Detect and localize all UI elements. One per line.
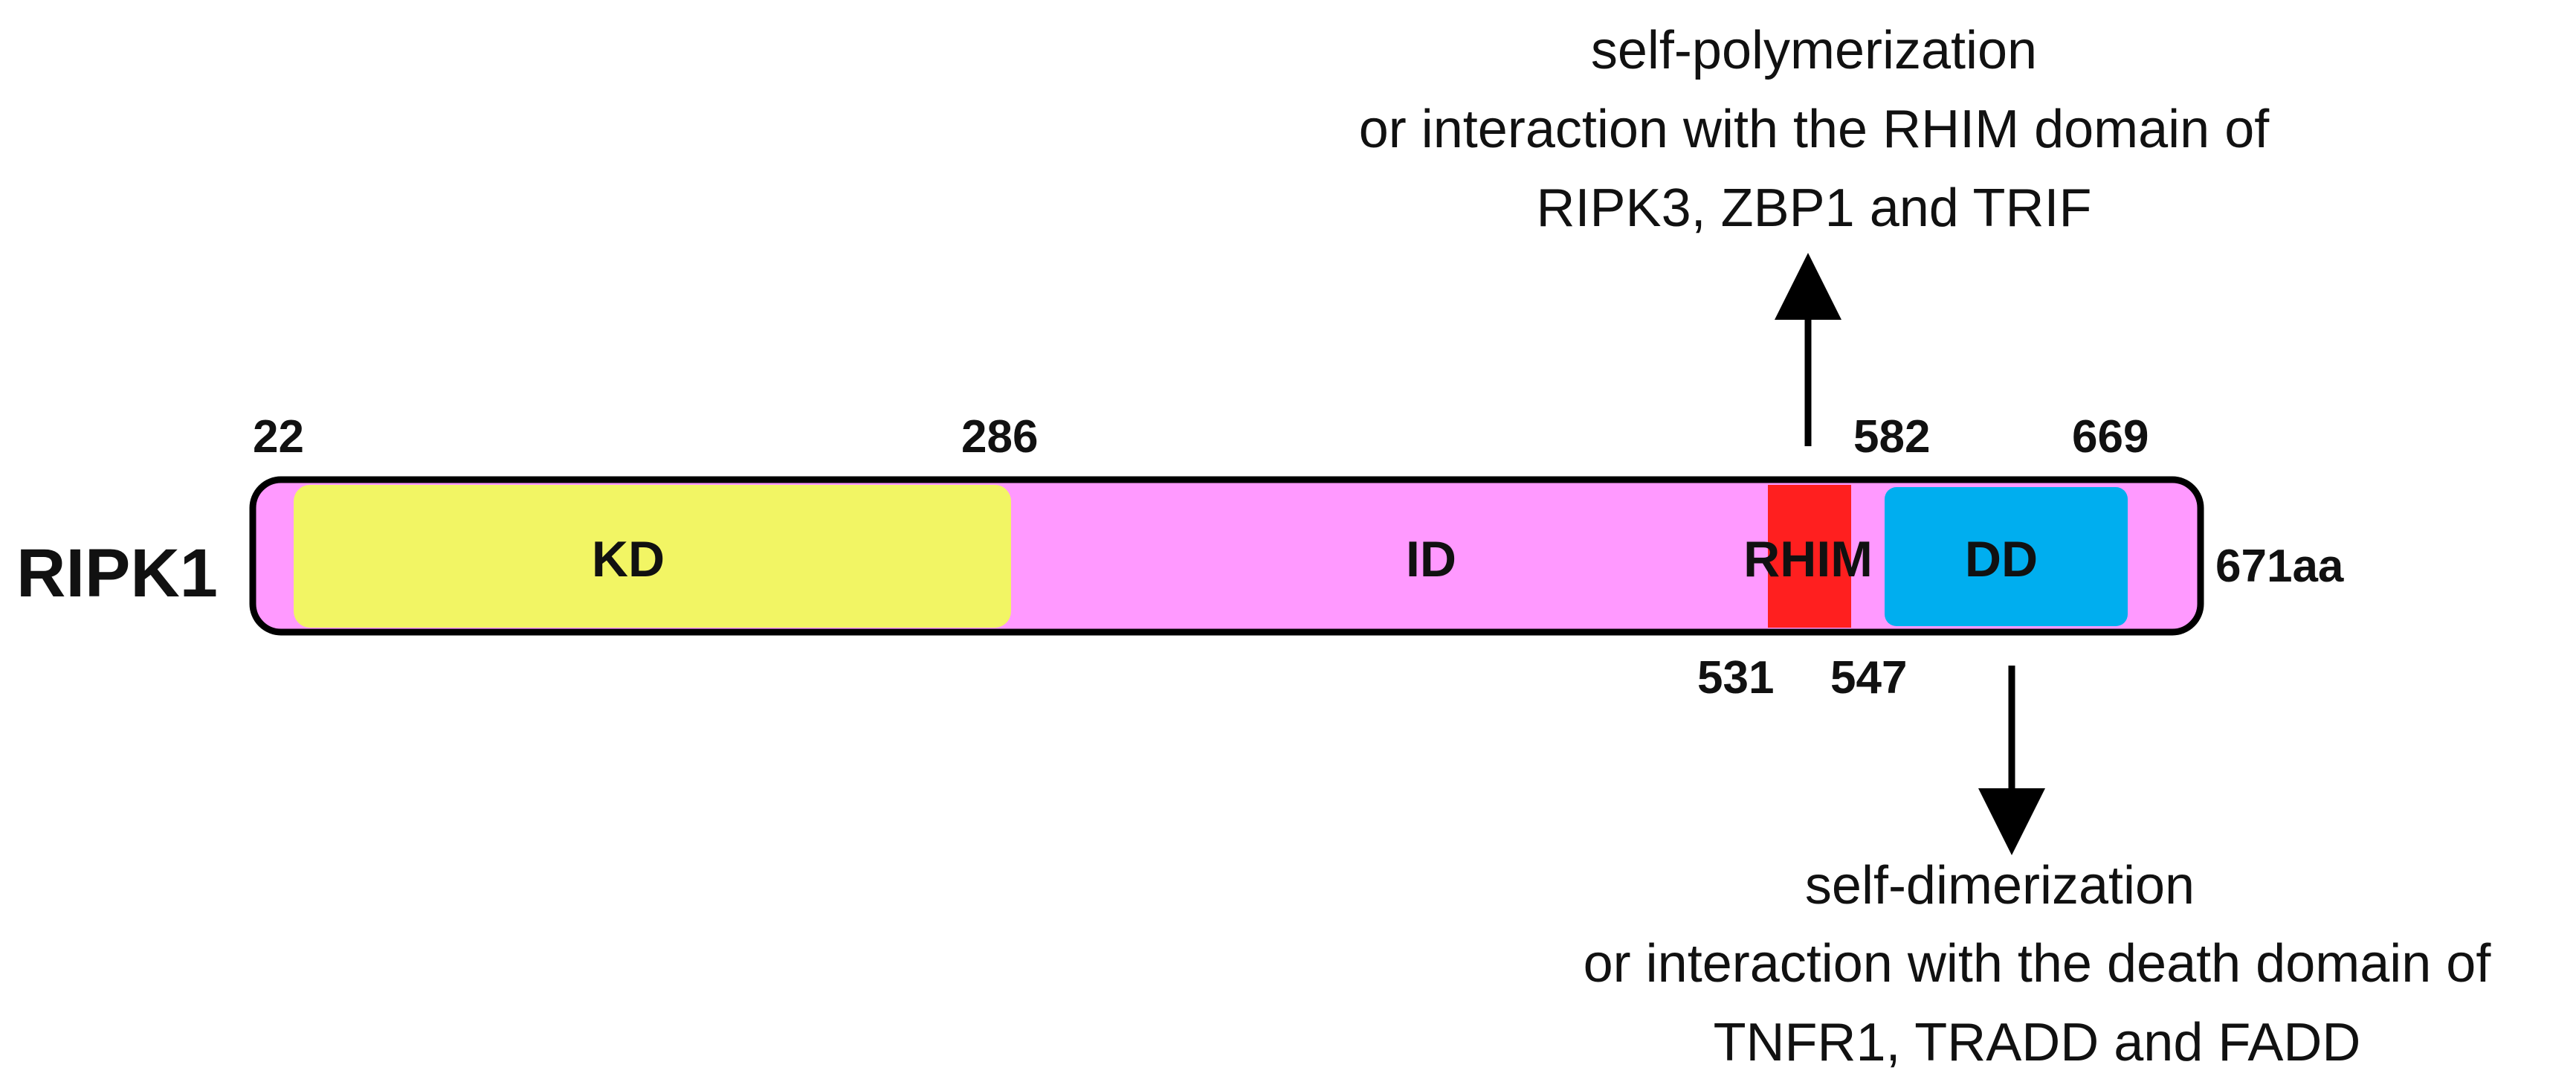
rhim-domain-box — [1768, 485, 1851, 628]
position-label-582: 582 — [1853, 411, 1930, 463]
dd-annotation-line-1: self-dimerization — [1805, 856, 2195, 915]
protein-name: RIPK1 — [16, 535, 218, 611]
dd-domain-box — [1885, 487, 2128, 626]
rhim-annotation-line-3: RIPK3, ZBP1 and TRIF — [1537, 178, 2092, 238]
protein-length-label: 671aa — [2215, 541, 2344, 592]
dd-domain-label: DD — [1965, 531, 2038, 587]
position-label-286: 286 — [961, 411, 1038, 463]
id-domain-label: ID — [1406, 531, 1456, 587]
rhim-annotation-line-1: self-polymerization — [1591, 21, 2037, 80]
position-label-22: 22 — [253, 411, 304, 463]
position-label-547: 547 — [1830, 652, 1907, 704]
rhim-domain-label: RHIM — [1743, 531, 1873, 587]
dd-annotation-line-3: TNFR1, TRADD and FADD — [1714, 1013, 2361, 1072]
position-label-531: 531 — [1697, 652, 1774, 704]
kd-domain-label: KD — [592, 531, 665, 587]
kd-domain-box — [294, 485, 1011, 628]
dd-annotation-line-2: or interaction with the death domain of — [1584, 934, 2492, 994]
rhim-annotation-line-2: or interaction with the RHIM domain of — [1359, 100, 2270, 159]
position-label-669: 669 — [2072, 411, 2149, 463]
